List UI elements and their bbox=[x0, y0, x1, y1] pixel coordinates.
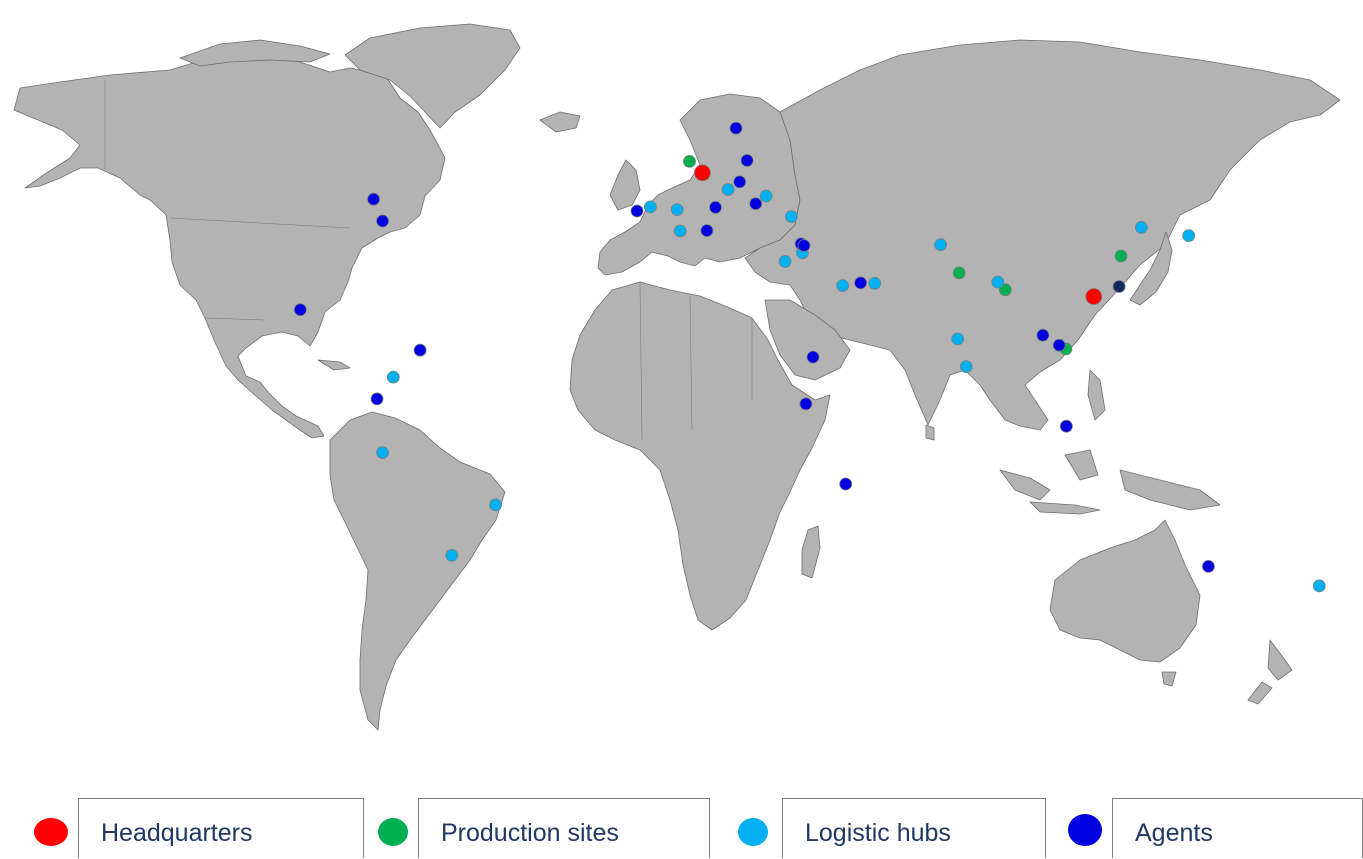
blue-dot-icon bbox=[1068, 814, 1102, 846]
marker-agent-madagascar bbox=[839, 477, 853, 491]
marker-logistic-barcelona bbox=[670, 203, 684, 217]
greenland bbox=[344, 23, 521, 129]
indonesia bbox=[999, 449, 1221, 515]
marker-agent-italy bbox=[709, 200, 722, 214]
marker-agent-ethiopia bbox=[806, 350, 820, 364]
landmasses bbox=[13, 23, 1341, 731]
north-america bbox=[13, 54, 446, 439]
marker-agent-tunis bbox=[700, 224, 714, 238]
marker-production-bangladesh bbox=[998, 283, 1012, 297]
marker-headquarters-germany bbox=[694, 164, 711, 182]
legend-item-logistic: Logistic hubs bbox=[782, 798, 1046, 858]
caribbean bbox=[317, 359, 351, 371]
marker-logistic-bangalore bbox=[951, 332, 965, 346]
philippines bbox=[1087, 369, 1106, 421]
marker-logistic-seoul bbox=[1135, 220, 1148, 234]
marker-agent-sweden bbox=[729, 121, 743, 135]
legend-label-agents: Agents bbox=[1135, 819, 1213, 847]
marker-agent-cambodia bbox=[1052, 338, 1066, 352]
marker-logistic-riyadh bbox=[836, 279, 850, 293]
marker-logistic-kolkata bbox=[991, 275, 1005, 289]
legend-item-headquarters: Headquarters bbox=[78, 798, 364, 858]
marker-logistic-romania bbox=[759, 189, 773, 203]
new-zealand bbox=[1247, 639, 1293, 705]
marker-logistic-turkey bbox=[785, 210, 798, 223]
uk-ireland bbox=[609, 159, 641, 211]
marker-agent-jakarta bbox=[1059, 419, 1073, 433]
marker-agent-syria bbox=[797, 239, 811, 253]
marker-agent-washington bbox=[376, 214, 390, 228]
legend-item-production: Production sites bbox=[418, 798, 710, 858]
marker-logistic-croatia bbox=[721, 183, 735, 197]
marker-agent-hungary bbox=[733, 175, 747, 189]
madagascar bbox=[801, 525, 821, 579]
marker-logistic-sri-lanka bbox=[959, 360, 973, 374]
marker-agent-kenya bbox=[799, 397, 813, 411]
marker-agent-qatar bbox=[854, 276, 867, 290]
marker-production-india bbox=[952, 266, 966, 280]
marker-agent-portugal bbox=[630, 204, 644, 218]
canadian-islands bbox=[179, 39, 331, 67]
marker-logistic-algeria bbox=[673, 224, 687, 238]
marker-logistic-peru bbox=[376, 446, 390, 460]
marker-agent_dark-taiwan bbox=[1112, 280, 1126, 293]
marker-agent-toronto bbox=[367, 192, 381, 206]
asia bbox=[744, 39, 1341, 431]
green-dot-icon bbox=[378, 818, 408, 846]
borders bbox=[104, 80, 753, 441]
marker-logistic-pakistan bbox=[934, 238, 947, 252]
australia bbox=[1049, 519, 1201, 663]
marker-logistic-dubai bbox=[868, 276, 882, 290]
marker-agent-poland bbox=[740, 154, 754, 167]
marker-logistic-colombia bbox=[386, 370, 400, 384]
marker-agent-bulgaria bbox=[749, 197, 763, 211]
marker-logistic-new-zealand bbox=[1312, 579, 1326, 593]
light-blue-dot-icon bbox=[738, 818, 768, 846]
africa bbox=[569, 281, 831, 631]
marker-logistic-buenos-aires bbox=[445, 549, 459, 562]
marker-agent-thailand bbox=[1036, 328, 1050, 342]
marker-production-netherlands bbox=[683, 154, 696, 168]
legend-label-headquarters: Headquarters bbox=[101, 819, 253, 847]
marker-logistic-egypt bbox=[778, 255, 792, 268]
marker-logistic-spain bbox=[644, 200, 657, 214]
world-map bbox=[13, 23, 1341, 731]
marker-agent-venezuela bbox=[413, 343, 427, 357]
red-dot-icon bbox=[34, 818, 68, 846]
legend-item-agents: Agents bbox=[1112, 798, 1363, 858]
sri-lanka bbox=[925, 424, 935, 441]
legend-label-production: Production sites bbox=[441, 819, 619, 847]
marker-agent-mexico bbox=[293, 303, 307, 317]
marker-headquarters-hong-kong bbox=[1085, 288, 1103, 305]
south-america bbox=[329, 411, 506, 731]
marker-production-shanghai bbox=[1114, 249, 1128, 263]
marker-agent-ecuador bbox=[370, 392, 384, 406]
marker-logistic-sao-paulo bbox=[489, 498, 503, 512]
legend-label-logistic: Logistic hubs bbox=[805, 819, 951, 847]
marker-logistic-tokyo bbox=[1182, 229, 1196, 243]
location-markers bbox=[293, 121, 1326, 593]
iceland bbox=[539, 111, 581, 133]
marker-agent-melbourne bbox=[1202, 560, 1215, 573]
japan bbox=[1129, 231, 1173, 306]
tasmania bbox=[1161, 671, 1177, 687]
arabia bbox=[764, 299, 851, 381]
